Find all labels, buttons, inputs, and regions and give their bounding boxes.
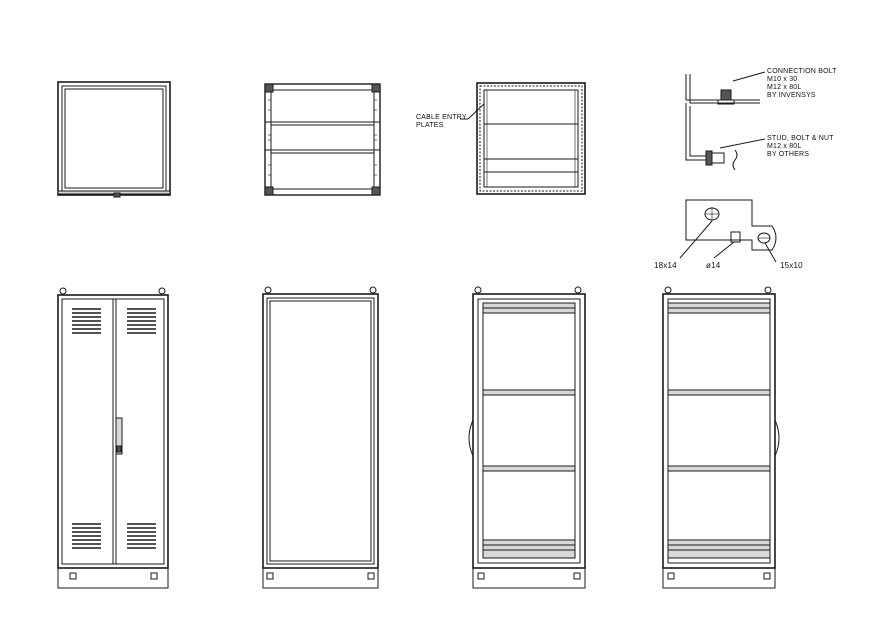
louvre-bottom-left: [72, 523, 101, 549]
label-stud-bolt-nut: STUD, BOLT & NUT M12 x 80L BY OTHERS: [767, 135, 834, 159]
label-connection-bolt-line3: M12 x 80L: [767, 84, 802, 91]
plan-view-frame: [264, 83, 381, 196]
louvre-top-right: [127, 308, 156, 334]
rear-elevation-open-frame: [468, 286, 586, 589]
label-connection-bolt-line2: M10 x 30: [767, 76, 798, 83]
label-stud-bolt-nut-line1: STUD, BOLT & NUT: [767, 135, 834, 142]
louvre-bottom-right: [127, 523, 156, 549]
connection-bolt-detail: [685, 71, 766, 171]
plan-view-top: [57, 81, 171, 198]
cable-entry-leader: [460, 103, 485, 120]
louvre-top-left: [72, 308, 101, 334]
front-elevation-doors: [57, 287, 169, 589]
dim-hole-14: ø14: [706, 261, 721, 270]
label-cable-entry: CABLE ENTRY PLATES: [416, 114, 467, 130]
label-cable-entry-line2: PLATES: [416, 122, 444, 129]
label-connection-bolt-line4: BY INVENSYS: [767, 92, 816, 99]
label-cable-entry-line1: CABLE ENTRY: [416, 114, 467, 121]
label-connection-bolt: CONNECTION BOLT M10 x 30 M12 x 80L BY IN…: [767, 68, 837, 100]
plan-view-cable-entry: [476, 82, 586, 195]
label-stud-bolt-nut-line2: M12 x 80L: [767, 143, 802, 150]
dim-slot-15x10: 15x10: [780, 261, 803, 270]
label-stud-bolt-nut-line3: BY OTHERS: [767, 151, 810, 158]
label-connection-bolt-line1: CONNECTION BOLT: [767, 68, 837, 75]
dim-slot-18x14: 18x14: [654, 261, 677, 270]
bracket-plate-detail: [679, 199, 777, 263]
side-elevation-panel: [262, 286, 379, 589]
side-elevation-open-frame: [662, 286, 780, 589]
